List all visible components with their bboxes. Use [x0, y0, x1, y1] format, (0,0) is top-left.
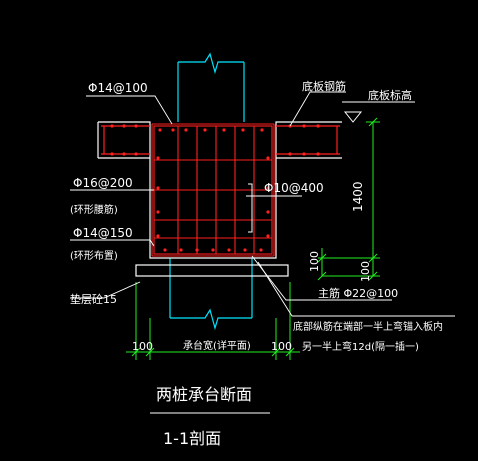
ring-bar-label: Φ14@150 — [73, 226, 133, 240]
top-bar-label: Φ14@100 — [88, 81, 148, 95]
note-line-2: 另一半上弯12d(隔一插一) — [302, 340, 419, 353]
cap-rebar-cage — [151, 123, 275, 257]
section-title: 1-1剖面 — [163, 429, 221, 448]
width-label: 承台宽(详平面) — [183, 339, 251, 352]
offset-a-dimension: 100 — [308, 251, 321, 272]
cap-rebar-dots — [156, 128, 270, 252]
slab-rebar-dots — [110, 124, 320, 156]
offset-b-dimension: 100 — [359, 261, 372, 282]
stirrup-highlight — [248, 183, 253, 233]
side-right-dimension: 100 — [271, 340, 292, 353]
slab-elevation-label: 底板标高 — [368, 88, 412, 102]
elevation-marker — [342, 101, 415, 123]
leader-lines — [70, 91, 455, 317]
main-title: 两桩承台断面 — [156, 385, 252, 404]
side-bar-label: Φ16@200 — [73, 176, 133, 190]
note-line-1: 底部纵筋在端部一半上弯锚入板内 — [293, 320, 443, 333]
slab-rebar-label: 底板钢筋 — [302, 79, 346, 93]
stirrup-label: Φ10@400 — [264, 181, 324, 195]
ring-bar-note: (环形布置) — [70, 250, 118, 262]
dimension-lines — [126, 117, 380, 360]
slab-rebar — [101, 125, 340, 155]
pile — [169, 258, 253, 331]
side-bar-note: (环形腰筋) — [70, 203, 118, 216]
cap-outline — [97, 121, 342, 277]
cushion-label: 垫层砼15 — [70, 292, 117, 306]
column — [177, 52, 245, 122]
main-bar-label: 主筋 Φ22@100 — [318, 286, 398, 300]
side-left-dimension: 100 — [132, 340, 153, 353]
height-dimension: 1400 — [351, 181, 365, 212]
